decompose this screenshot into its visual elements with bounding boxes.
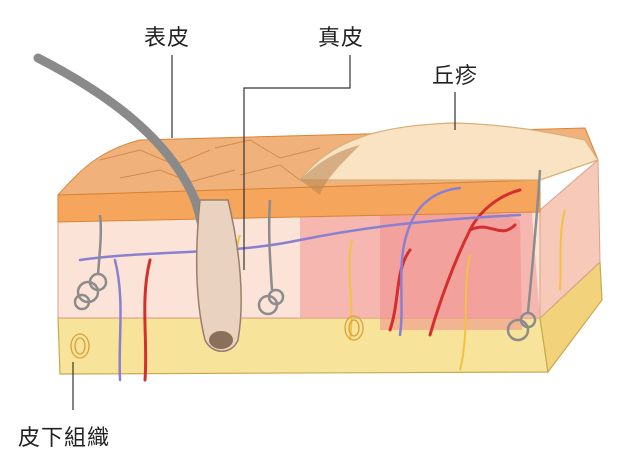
dermis-side [539, 158, 601, 320]
papule-shadow [300, 145, 360, 195]
hair-bulb [209, 331, 233, 349]
label-epidermis: 表皮 [144, 26, 191, 51]
skin-texture [99, 139, 321, 183]
label-dermis: 真皮 [318, 26, 365, 51]
label-subcutaneous-tissue: 皮下組織 [18, 426, 111, 451]
pacinian-corpuscle-icon [344, 315, 364, 341]
label-papule: 丘疹 [432, 64, 479, 89]
inflammation-core [380, 204, 522, 330]
vein-network [78, 186, 522, 382]
hair-follicle-icon [195, 199, 242, 352]
leader-lines [72, 55, 456, 410]
sweat-gland-icon [73, 214, 108, 311]
artery-network [143, 188, 522, 382]
sweat-gland-icon [506, 169, 542, 342]
leader-dermis [243, 55, 351, 270]
pacinian-corpuscle-icon [70, 333, 90, 359]
sweat-gland-icon [257, 199, 285, 316]
